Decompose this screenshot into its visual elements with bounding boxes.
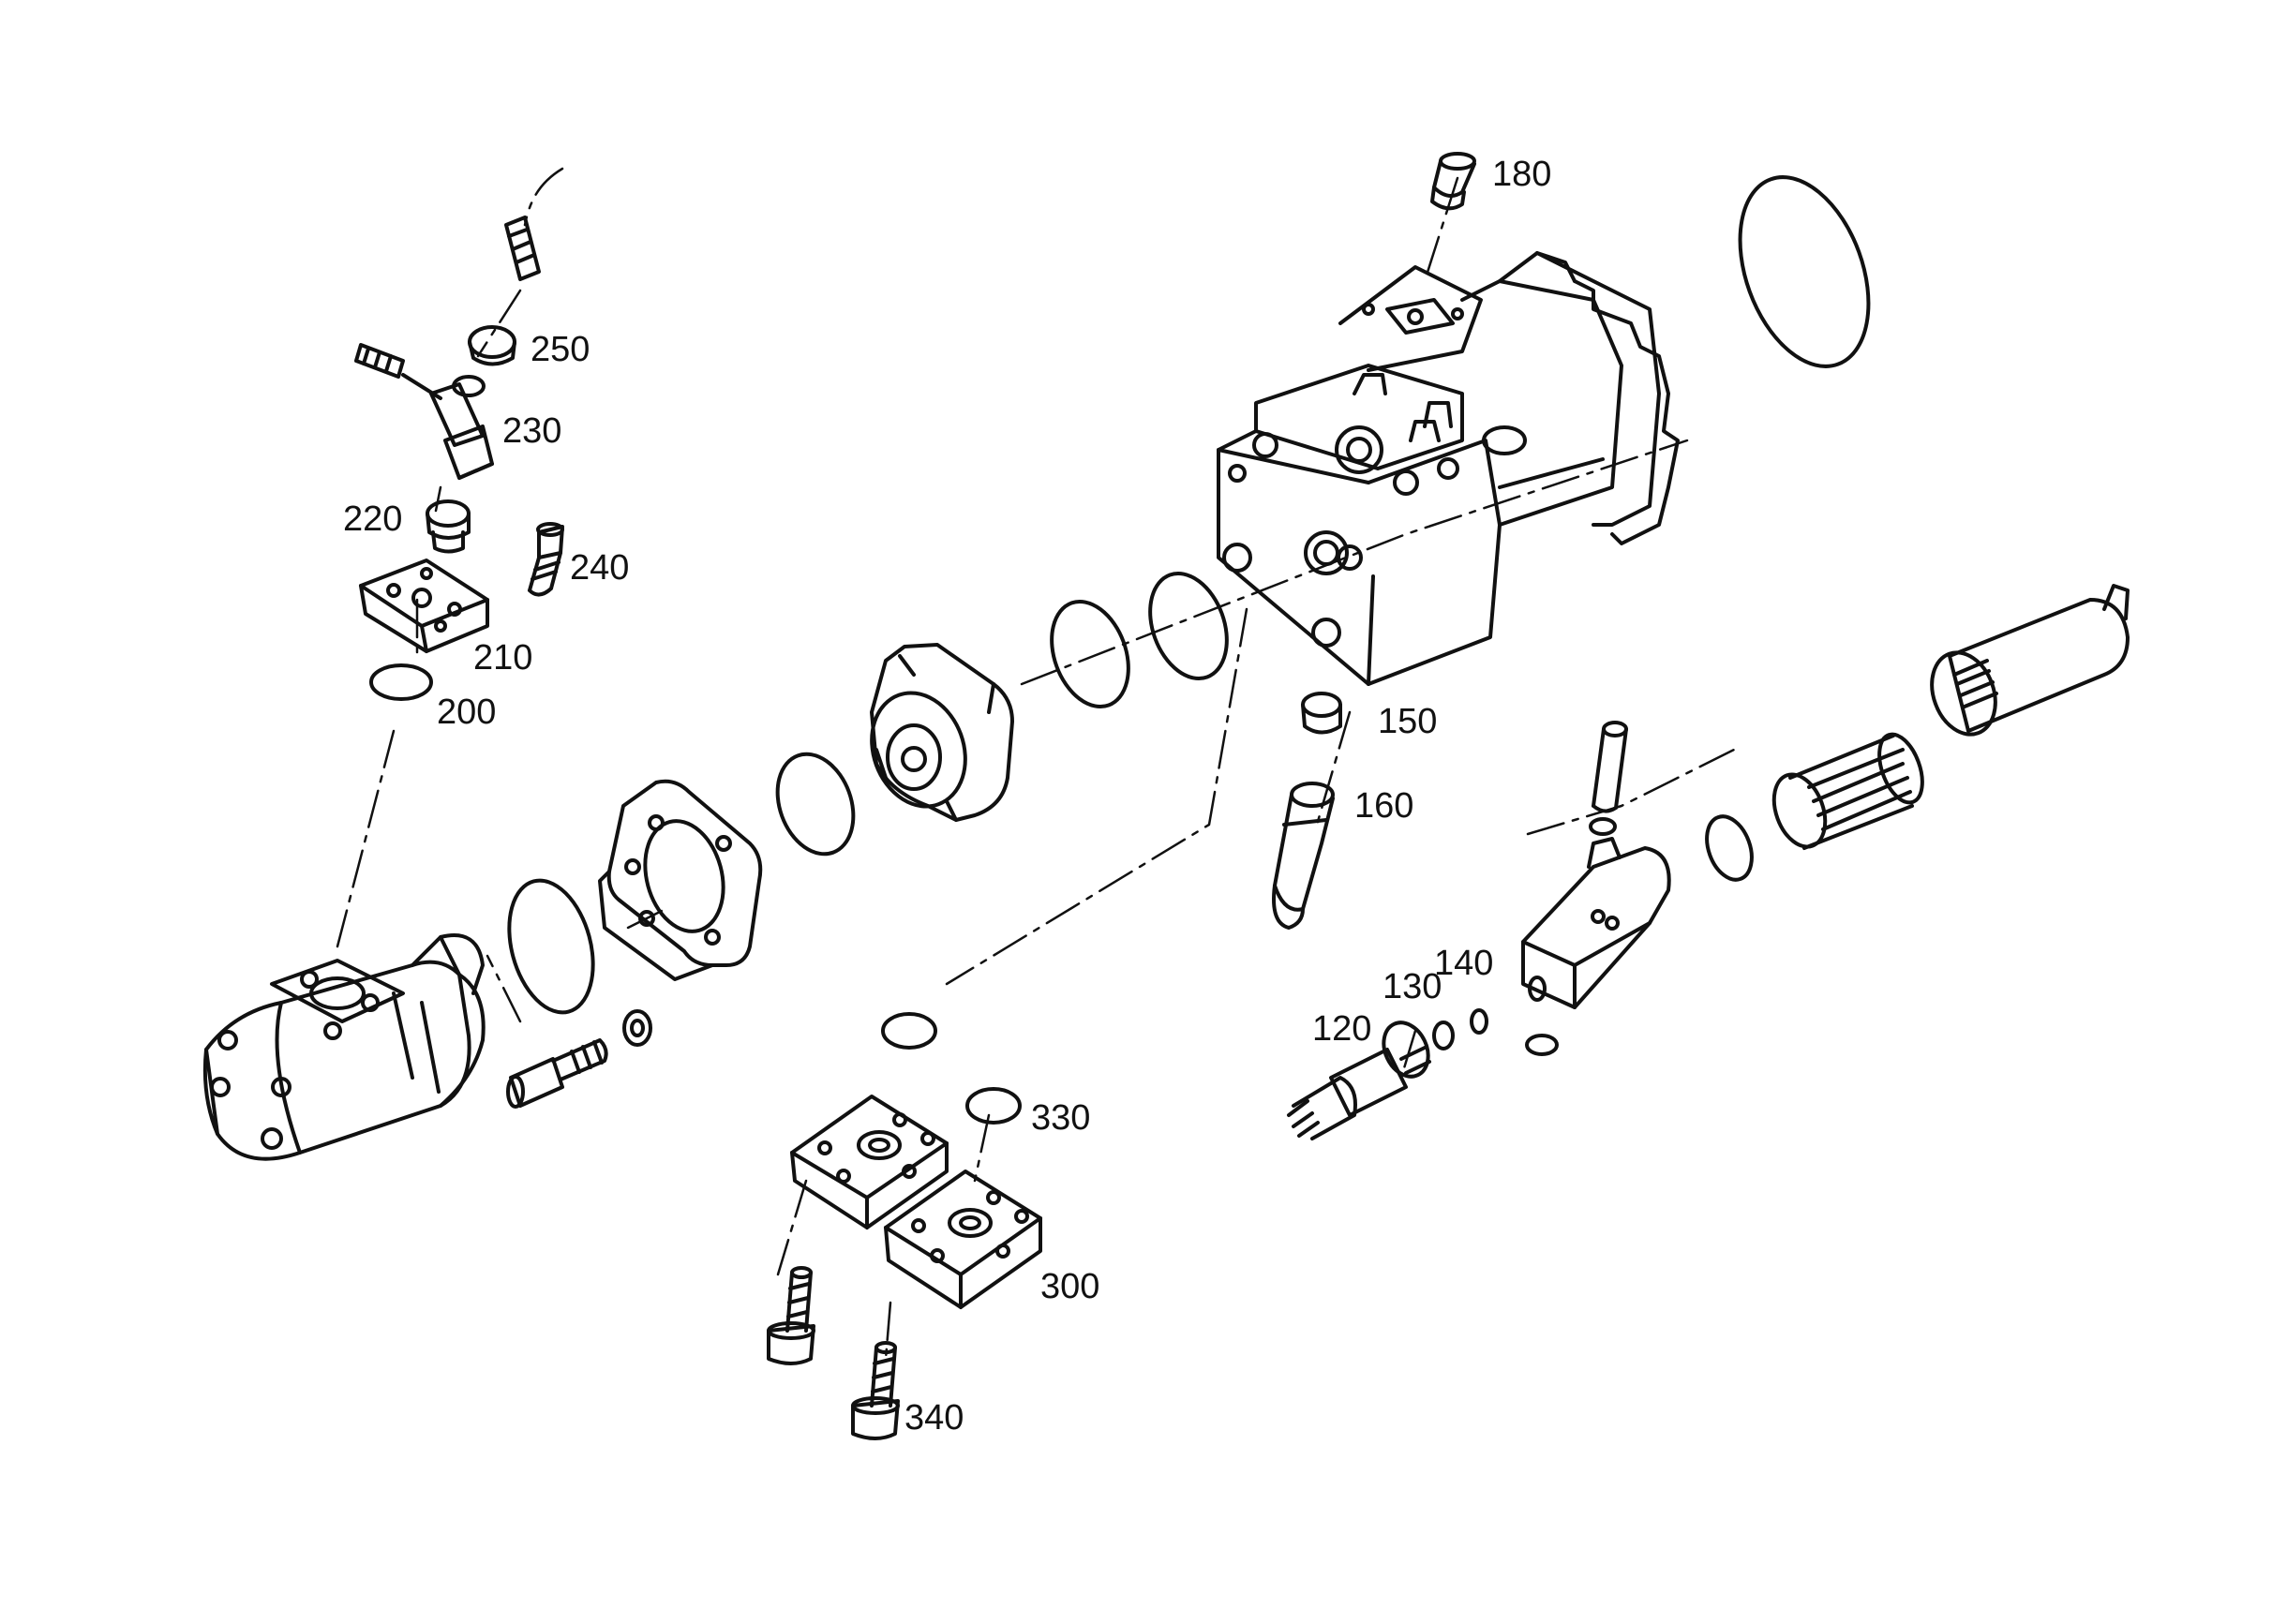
- part-240-screw: [528, 522, 564, 597]
- end-cover: [870, 643, 1014, 822]
- label-120: 120: [1312, 1009, 1371, 1049]
- o-ring-small-valve: [1525, 1034, 1559, 1056]
- part-130-o-ring: [1432, 1021, 1455, 1050]
- o-ring-bottom-mid: [881, 1012, 937, 1050]
- part-labels: 180 250 230 220 240 210 200 150 160 140 …: [343, 155, 1551, 1438]
- label-340: 340: [904, 1398, 964, 1438]
- label-220: 220: [343, 499, 402, 539]
- label-210: 210: [473, 638, 532, 678]
- part-200-o-ring: [369, 663, 433, 701]
- label-150: 150: [1378, 702, 1437, 741]
- part-160-cartridge: [1272, 782, 1335, 930]
- valve-block: [1521, 837, 1671, 1009]
- label-230: 230: [502, 411, 561, 451]
- bolt-left: [506, 1009, 652, 1109]
- part-230-tee-fitting: [354, 343, 494, 480]
- label-240: 240: [570, 548, 629, 588]
- o-ring-mid-2: [1050, 599, 1130, 709]
- o-ring-large-right: [1738, 175, 1871, 368]
- part-180-fitting: [1430, 152, 1476, 211]
- o-ring-mid-3: [1148, 571, 1229, 681]
- part-250-connector: [468, 216, 541, 366]
- part-340-screw-left: [767, 1266, 815, 1365]
- label-200: 200: [437, 693, 496, 732]
- pump-body-left: [202, 933, 486, 1161]
- part-330-o-ring: [965, 1087, 1022, 1125]
- label-160: 160: [1354, 786, 1413, 826]
- o-ring-mid-1: [775, 752, 856, 857]
- part-120-valve-cartridge: [1287, 1021, 1431, 1140]
- part-210-block: [359, 559, 489, 653]
- part-150-fitting: [1301, 692, 1342, 735]
- label-180: 180: [1492, 155, 1551, 194]
- part-340-screw-right: [851, 1341, 900, 1440]
- label-300: 300: [1040, 1267, 1099, 1306]
- o-ring-filter: [1705, 814, 1754, 882]
- part-300-block-right: [884, 1170, 1042, 1309]
- label-130: 130: [1383, 967, 1442, 1006]
- main-pump-housing: [1217, 251, 1680, 686]
- part-220-fitting: [426, 499, 471, 554]
- label-140: 140: [1434, 944, 1493, 983]
- part-300-block-left: [790, 1095, 949, 1229]
- screw-valve-block: [1589, 721, 1628, 836]
- flange-plate: [598, 779, 763, 981]
- o-ring-large-left: [507, 878, 595, 1015]
- filter-element: [1771, 732, 1924, 850]
- filter-housing: [1930, 584, 2130, 737]
- label-250: 250: [531, 330, 590, 369]
- part-140-o-ring: [1470, 1008, 1488, 1035]
- label-330: 330: [1031, 1098, 1090, 1138]
